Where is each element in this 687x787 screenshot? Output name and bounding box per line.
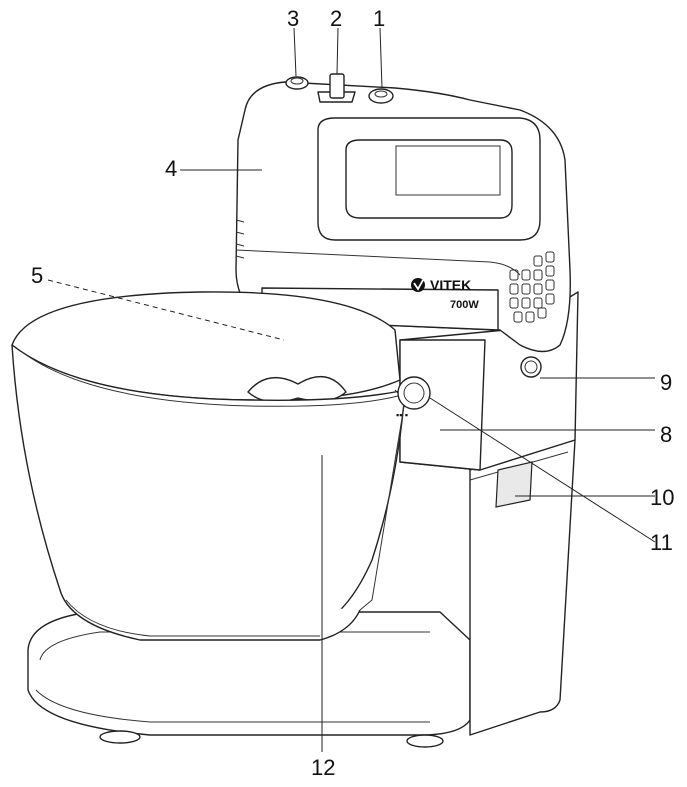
side-vents [235, 219, 245, 259]
callout-numbers: 1 2 3 4 5 8 9 10 11 12 [31, 6, 674, 780]
svg-text:▪▪ ▪: ▪▪ ▪ [396, 410, 408, 420]
callout-1: 1 [373, 6, 385, 31]
mixing-bowl [11, 291, 406, 641]
callout-10: 10 [650, 485, 674, 510]
brand-badge: VITEK 700W [411, 277, 479, 311]
callout-12: 12 [311, 755, 335, 780]
rear-vent-grill [509, 251, 555, 323]
callout-5: 5 [31, 263, 43, 288]
foot-front [406, 734, 444, 748]
stand-release-slot [495, 461, 533, 508]
callout-4: 4 [165, 156, 177, 181]
mixer-head [235, 81, 571, 353]
callout-11: 11 [650, 530, 673, 555]
top-controls [285, 73, 394, 104]
power-label: 700W [450, 299, 479, 311]
callout-8: 8 [660, 422, 672, 447]
turbo-button [285, 76, 309, 90]
speed-switch [329, 73, 345, 99]
callout-2: 2 [330, 6, 342, 31]
foot-left [99, 730, 141, 744]
brand-logo-text: VITEK [430, 277, 471, 293]
callout-3: 3 [287, 6, 299, 31]
turntable-speed-knob: ▪▪ ▪ [396, 376, 431, 420]
leader-lines [47, 27, 656, 752]
stand-column [469, 439, 576, 736]
eject-button [368, 88, 394, 104]
callout-9: 9 [660, 370, 672, 395]
tilt-release-button [520, 356, 542, 378]
